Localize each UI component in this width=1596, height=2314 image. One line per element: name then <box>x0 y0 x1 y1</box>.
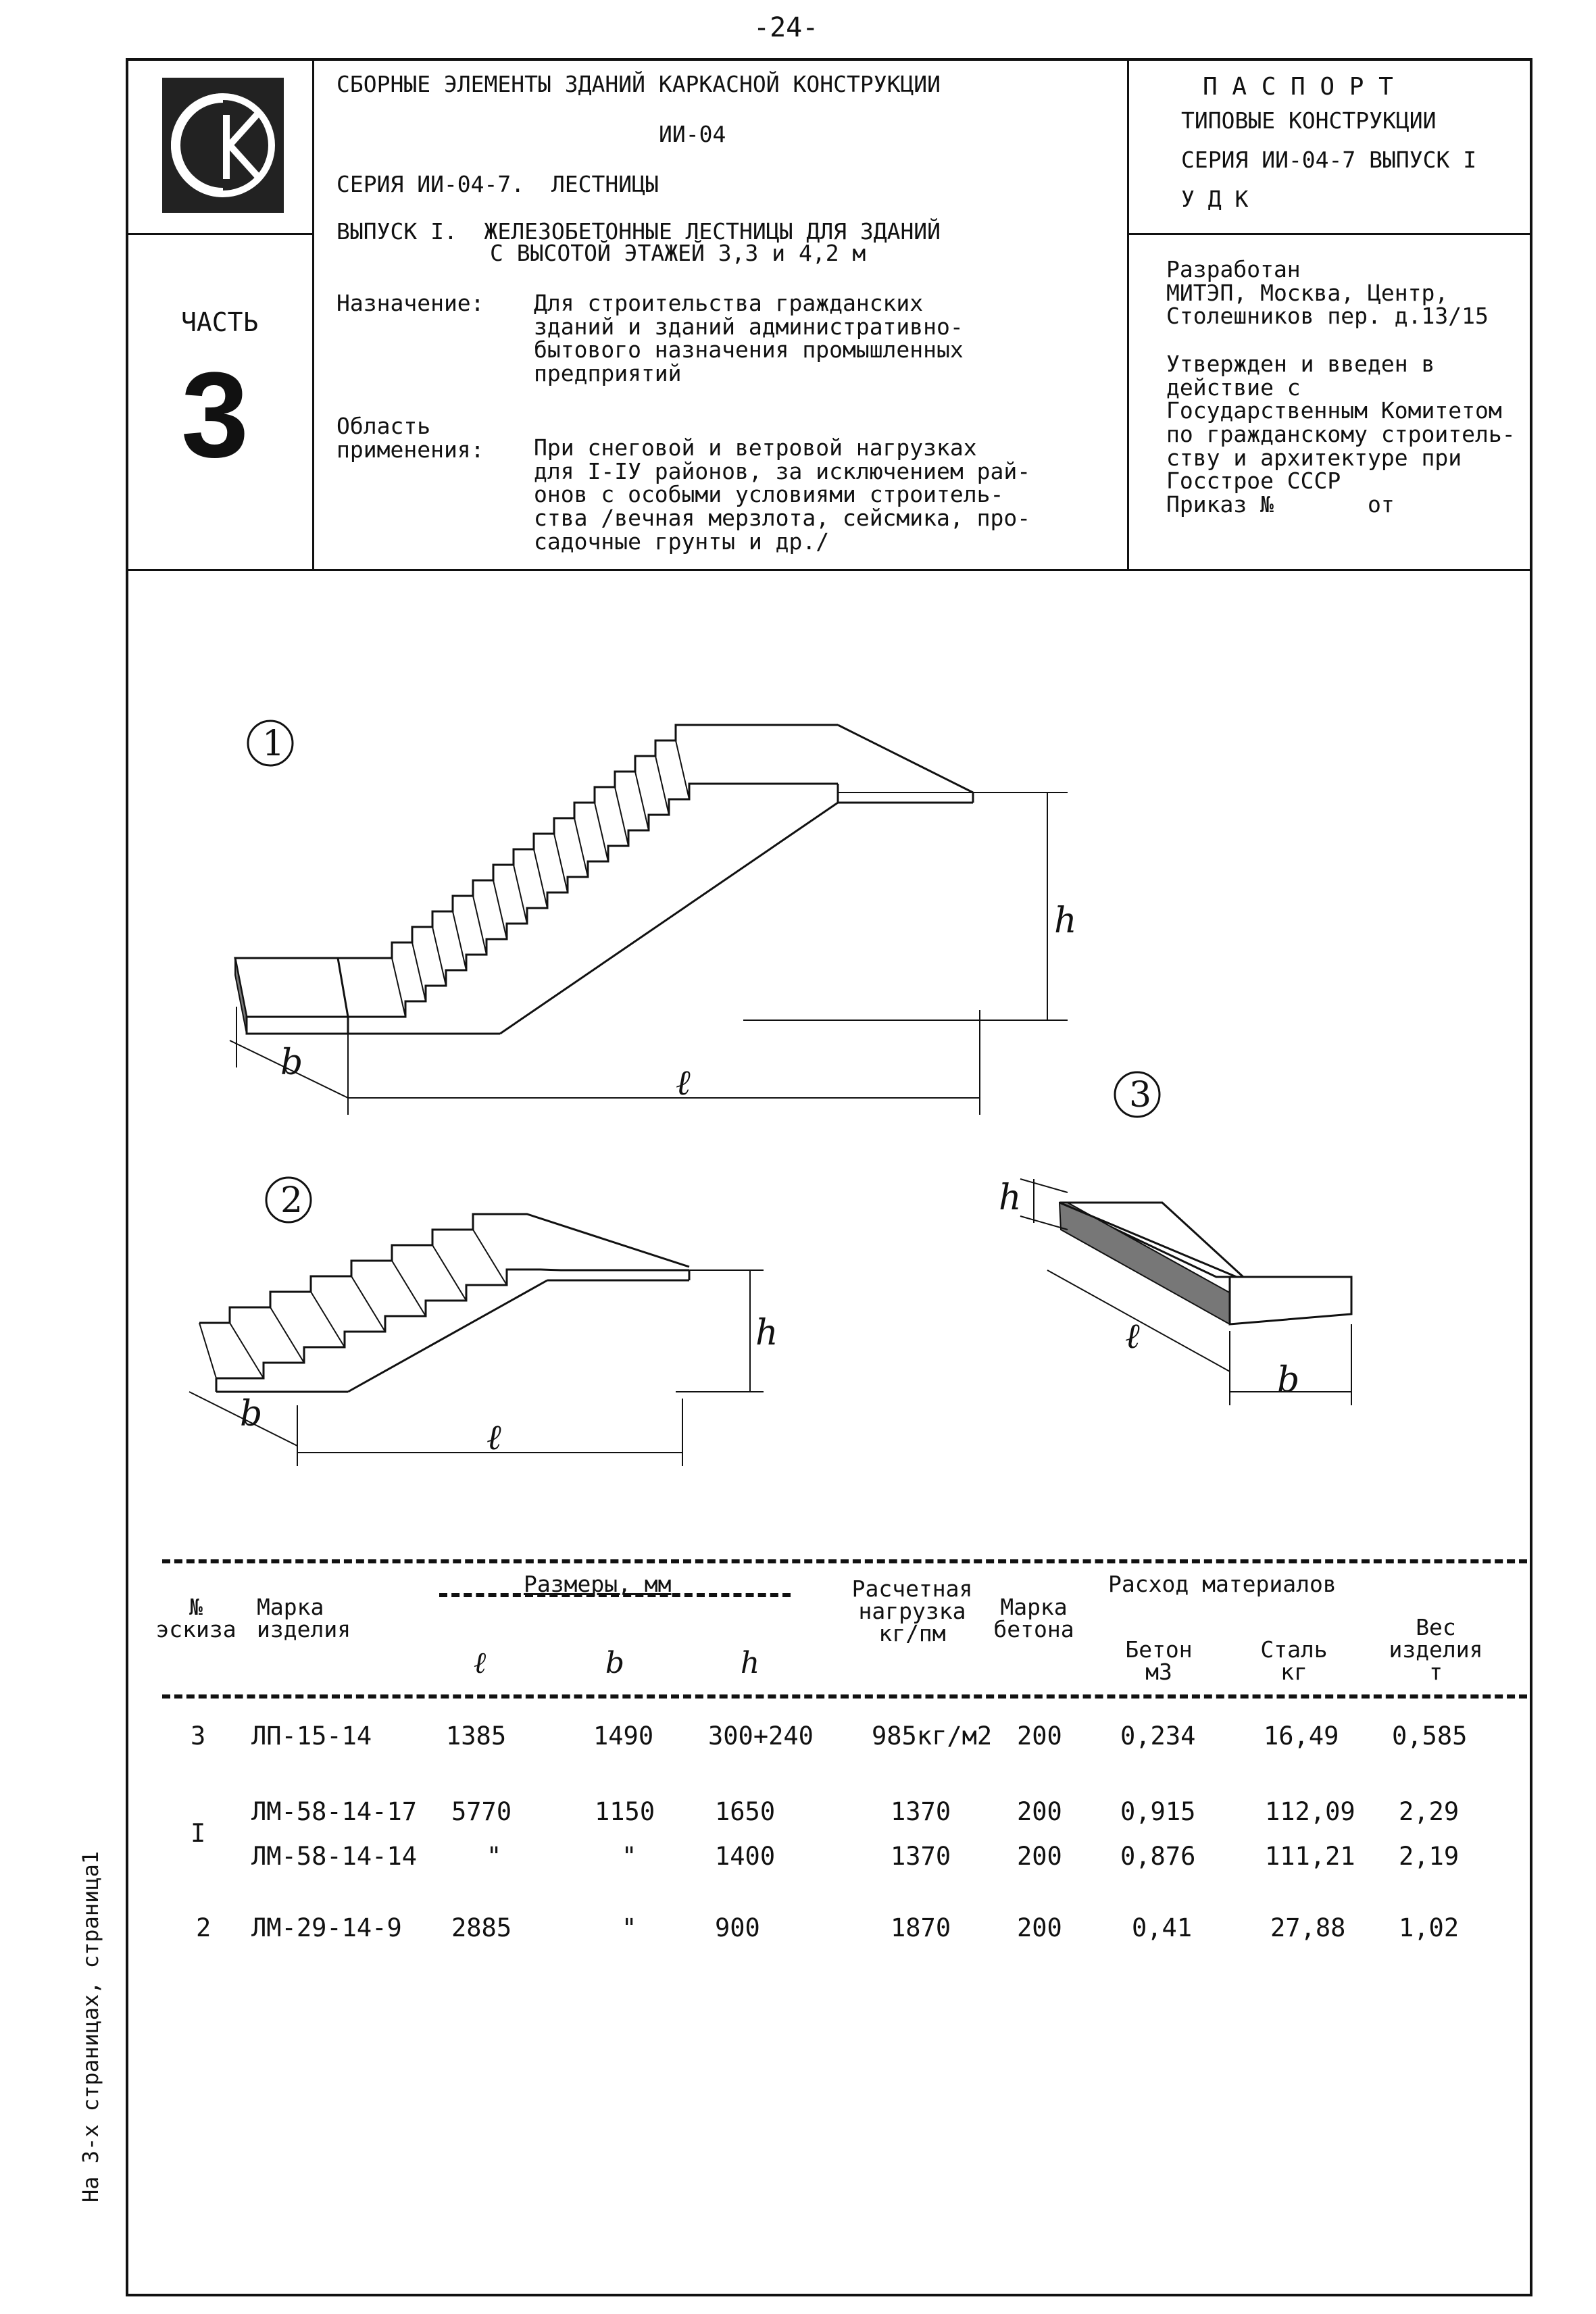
cell-weight: 2,19 <box>1399 1842 1460 1871</box>
cell-mark: ЛМ-29-14-9 <box>251 1913 402 1942</box>
issue-line2: С ВЫСОТОЙ ЭТАЖЕЙ 3,3 и 4,2 м <box>490 240 866 266</box>
sketch-3-l: ℓ <box>1125 1316 1140 1357</box>
sketch-2-h: h <box>755 1313 778 1353</box>
cell-load: 985кг/м2 <box>872 1721 993 1751</box>
dims-group-rule <box>439 1593 791 1597</box>
cell-sketch: 2 <box>196 1913 211 1942</box>
cell-mark: ЛП-15-14 <box>251 1721 372 1751</box>
developer-text: Разработан МИТЭП, Москва, Центр, Столешн… <box>1166 256 1489 330</box>
approved-text: Утвержден и введен в действие с Государс… <box>1166 351 1516 518</box>
th-dims-group: Размеры, мм <box>524 1571 672 1597</box>
part-label: ЧАСТЬ <box>181 307 259 337</box>
sketch-1-b: b <box>280 1042 303 1083</box>
sketch-1-label: 1 <box>262 724 284 764</box>
cell-sketch: I <box>191 1819 206 1848</box>
th-dim-b: b <box>605 1646 625 1680</box>
sketch-3-drawing <box>1020 1071 1353 1405</box>
passport-udk: У Д К <box>1181 186 1249 212</box>
cell-concrete: 0,876 <box>1120 1842 1196 1871</box>
cell-weight: 2,29 <box>1399 1797 1460 1826</box>
table-header-rule <box>162 1694 1527 1699</box>
passport-divider <box>1127 233 1532 235</box>
cell-concrete: 0,41 <box>1132 1913 1193 1942</box>
th-dim-l: ℓ <box>473 1646 487 1680</box>
cell-steel: 16,49 <box>1264 1721 1339 1751</box>
issue-line1: ВЫПУСК I. ЖЕЛЕЗОБЕТОННЫЕ ЛЕСТНИЦЫ ДЛЯ ЗД… <box>336 218 941 245</box>
page-number: -24- <box>753 12 819 43</box>
sketch-2-l: ℓ <box>487 1417 501 1458</box>
scope-text: При снеговой и ветровой нагрузках для I-… <box>534 434 1031 555</box>
th-load: Расчетная нагрузка кг/пм <box>851 1576 973 1646</box>
cell-l: 5770 <box>451 1797 512 1826</box>
cell-l: 1385 <box>446 1721 507 1751</box>
logo-icon <box>162 78 284 213</box>
passport-line2: ТИПОВЫЕ КОНСТРУКЦИИ <box>1181 107 1437 134</box>
sketch-3-b: b <box>1277 1360 1299 1401</box>
cell-l: " <box>487 1842 502 1871</box>
passport-title: П А С П О Р Т <box>1203 73 1393 101</box>
passport-line3: СЕРИЯ ИИ-04-7 ВЫПУСК I <box>1181 147 1477 173</box>
purpose-text: Для строительства гражданских зданий и з… <box>534 290 964 386</box>
th-steel: Сталь кг <box>1260 1636 1328 1685</box>
cell-b: 1150 <box>595 1797 655 1826</box>
th-weight: Вес изделия т <box>1389 1614 1483 1685</box>
cell-sketch: 3 <box>191 1721 206 1751</box>
sketch-1-h: h <box>1054 901 1077 941</box>
series-line: СЕРИЯ ИИ-04-7. ЛЕСТНИЦЫ <box>336 171 659 197</box>
sketch-1-l: ℓ <box>676 1063 691 1103</box>
cell-b: 1490 <box>593 1721 654 1751</box>
table-top-rule <box>162 1559 1527 1563</box>
cell-concrete: 0,915 <box>1120 1797 1196 1826</box>
th-dim-h: h <box>740 1646 760 1680</box>
cell-concrete-mark: 200 <box>1017 1913 1062 1942</box>
cell-load: 1370 <box>891 1797 951 1826</box>
cell-weight: 0,585 <box>1392 1721 1468 1751</box>
scope-label: Область применения: <box>336 413 484 463</box>
cell-load: 1370 <box>891 1842 951 1871</box>
th-materials-group: Расход материалов <box>1108 1571 1337 1597</box>
th-concrete-mark: Марка бетона <box>993 1594 1074 1642</box>
cell-b: " <box>622 1842 637 1871</box>
cell-h: 300+240 <box>708 1721 814 1751</box>
purpose-label: Назначение: <box>336 290 484 316</box>
page-frame <box>126 58 1532 2296</box>
cell-steel: 27,88 <box>1270 1913 1346 1942</box>
cell-weight: 1,02 <box>1399 1913 1460 1942</box>
cell-h: 1650 <box>715 1797 776 1826</box>
stair-sketches: 1 2 3 h ℓ b h ℓ b h ℓ b <box>189 720 1353 1466</box>
sketch-1-drawing <box>229 720 1068 1115</box>
cell-mark: ЛМ-58-14-17 <box>251 1797 418 1826</box>
sketch-2-b: b <box>240 1394 262 1434</box>
cell-concrete-mark: 200 <box>1017 1797 1062 1826</box>
header-divider-right <box>1127 58 1129 569</box>
cell-concrete: 0,234 <box>1120 1721 1196 1751</box>
th-sketch-no: № эскиза <box>155 1594 236 1642</box>
title-line2: ИИ-04 <box>659 121 726 147</box>
cell-concrete-mark: 200 <box>1017 1721 1062 1751</box>
title-line1: СБОРНЫЕ ЭЛЕМЕНТЫ ЗДАНИЙ КАРКАСНОЙ КОНСТР… <box>336 71 941 97</box>
side-note: На 3-х страницах, страница1 <box>78 1851 103 2203</box>
header-bottom-line <box>126 569 1532 571</box>
sketch-2-label: 2 <box>280 1180 303 1221</box>
cell-load: 1870 <box>891 1913 951 1942</box>
th-mark: Марка изделия <box>257 1594 351 1642</box>
cell-concrete-mark: 200 <box>1017 1842 1062 1871</box>
cell-mark: ЛМ-58-14-14 <box>251 1842 418 1871</box>
cell-h: 1400 <box>715 1842 776 1871</box>
cell-l: 2885 <box>451 1913 512 1942</box>
sketch-3-label: 3 <box>1129 1075 1151 1115</box>
header-divider-left <box>312 58 314 569</box>
part-number: 3 <box>181 347 249 483</box>
cell-b: " <box>622 1913 637 1942</box>
cell-steel: 111,21 <box>1265 1842 1355 1871</box>
sketch-2-drawing <box>189 1176 764 1466</box>
th-concrete: Бетон м3 <box>1125 1636 1193 1685</box>
cell-h: 900 <box>715 1913 760 1942</box>
sketch-3-h: h <box>999 1178 1022 1218</box>
logo-divider <box>126 233 312 235</box>
cell-steel: 112,09 <box>1265 1797 1355 1826</box>
